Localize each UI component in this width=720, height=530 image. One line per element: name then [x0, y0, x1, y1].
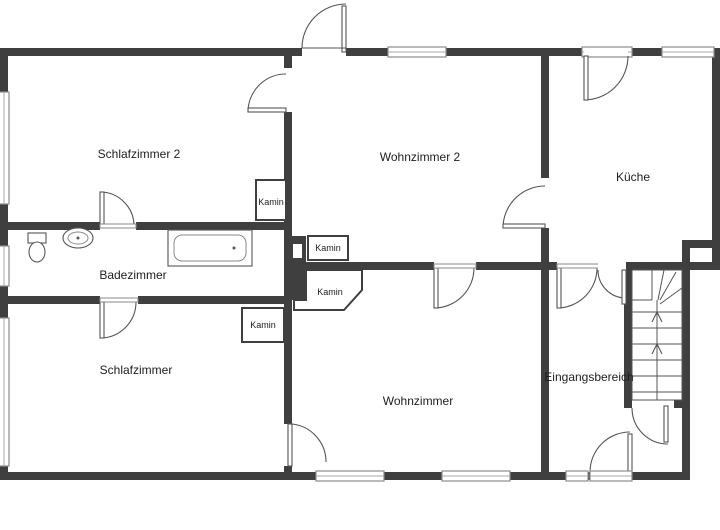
sink-icon [62, 227, 94, 249]
door-schlafzimmer-top [99, 296, 139, 339]
doors [99, 3, 674, 482]
fireplace-label-center-lower: Kamin [317, 287, 343, 297]
door-under-stairs [631, 400, 674, 445]
toilet-icon [27, 232, 47, 263]
outer-wall-right-step [682, 240, 720, 248]
room-label-schlafzimmer2: Schlafzimmer 2 [98, 147, 181, 161]
wall-kitchen-left [541, 48, 549, 480]
door-kueche-top [583, 48, 629, 101]
outer-wall-right-upper [712, 48, 720, 263]
door-wohnzimmer-left [284, 423, 327, 467]
window-bottom-entrance-small [565, 470, 589, 482]
window-bottom-wohnzimmer-right [441, 470, 511, 482]
door-schlafzimmer2-bath [99, 191, 137, 230]
fireplace-label-schlafzimmer: Kamin [250, 320, 276, 330]
door-exterior-top [301, 3, 347, 56]
chimney-gap [293, 244, 302, 258]
wall-living-midline [288, 262, 720, 270]
staircase [631, 269, 683, 401]
window-left-schlafzimmer [0, 317, 10, 467]
window-bottom-wohnzimmer-left [315, 470, 385, 482]
door-wohnzimmer2-kueche [502, 178, 549, 229]
room-label-badezimmer: Badezimmer [99, 268, 166, 282]
door-eingang-top [556, 262, 600, 309]
fireplace-label-schlafzimmer2: Kamin [258, 197, 284, 207]
wall-bedroom2-bath [0, 222, 290, 230]
room-label-kueche: Küche [616, 170, 650, 184]
window-left-schlafzimmer2 [0, 91, 10, 205]
fireplace-schlafzimmer2 [255, 179, 287, 221]
window-top-kueche-right [661, 46, 715, 58]
wall-bath-bedroom [0, 296, 290, 304]
room-label-schlafzimmer: Schlafzimmer [100, 363, 173, 377]
fireplace-center-lower [293, 269, 363, 311]
door-stair-top [597, 262, 627, 305]
room-label-wohnzimmer2: Wohnzimmer 2 [380, 150, 461, 164]
fireplace-schlafzimmer [241, 307, 285, 343]
window-left-badezimmer [0, 245, 10, 287]
room-label-wohnzimmer: Wohnzimmer [383, 394, 453, 408]
room-label-eingangsbereich: Eingangsbereich [544, 370, 633, 384]
door-schlafzimmer2-top [247, 68, 292, 113]
door-front-entrance [589, 431, 633, 482]
bathtub-icon [167, 229, 253, 267]
window-top-wohnzimmer2 [387, 46, 447, 58]
fireplace-center-upper [307, 235, 349, 261]
fireplace-label-center-upper: Kamin [315, 243, 341, 253]
wall-stair-left [624, 270, 632, 408]
outer-wall-right-lower [682, 240, 690, 480]
outer-wall-top [0, 48, 720, 56]
bathroom-fixtures [27, 227, 253, 267]
door-wohnzimmer-top [433, 262, 477, 309]
